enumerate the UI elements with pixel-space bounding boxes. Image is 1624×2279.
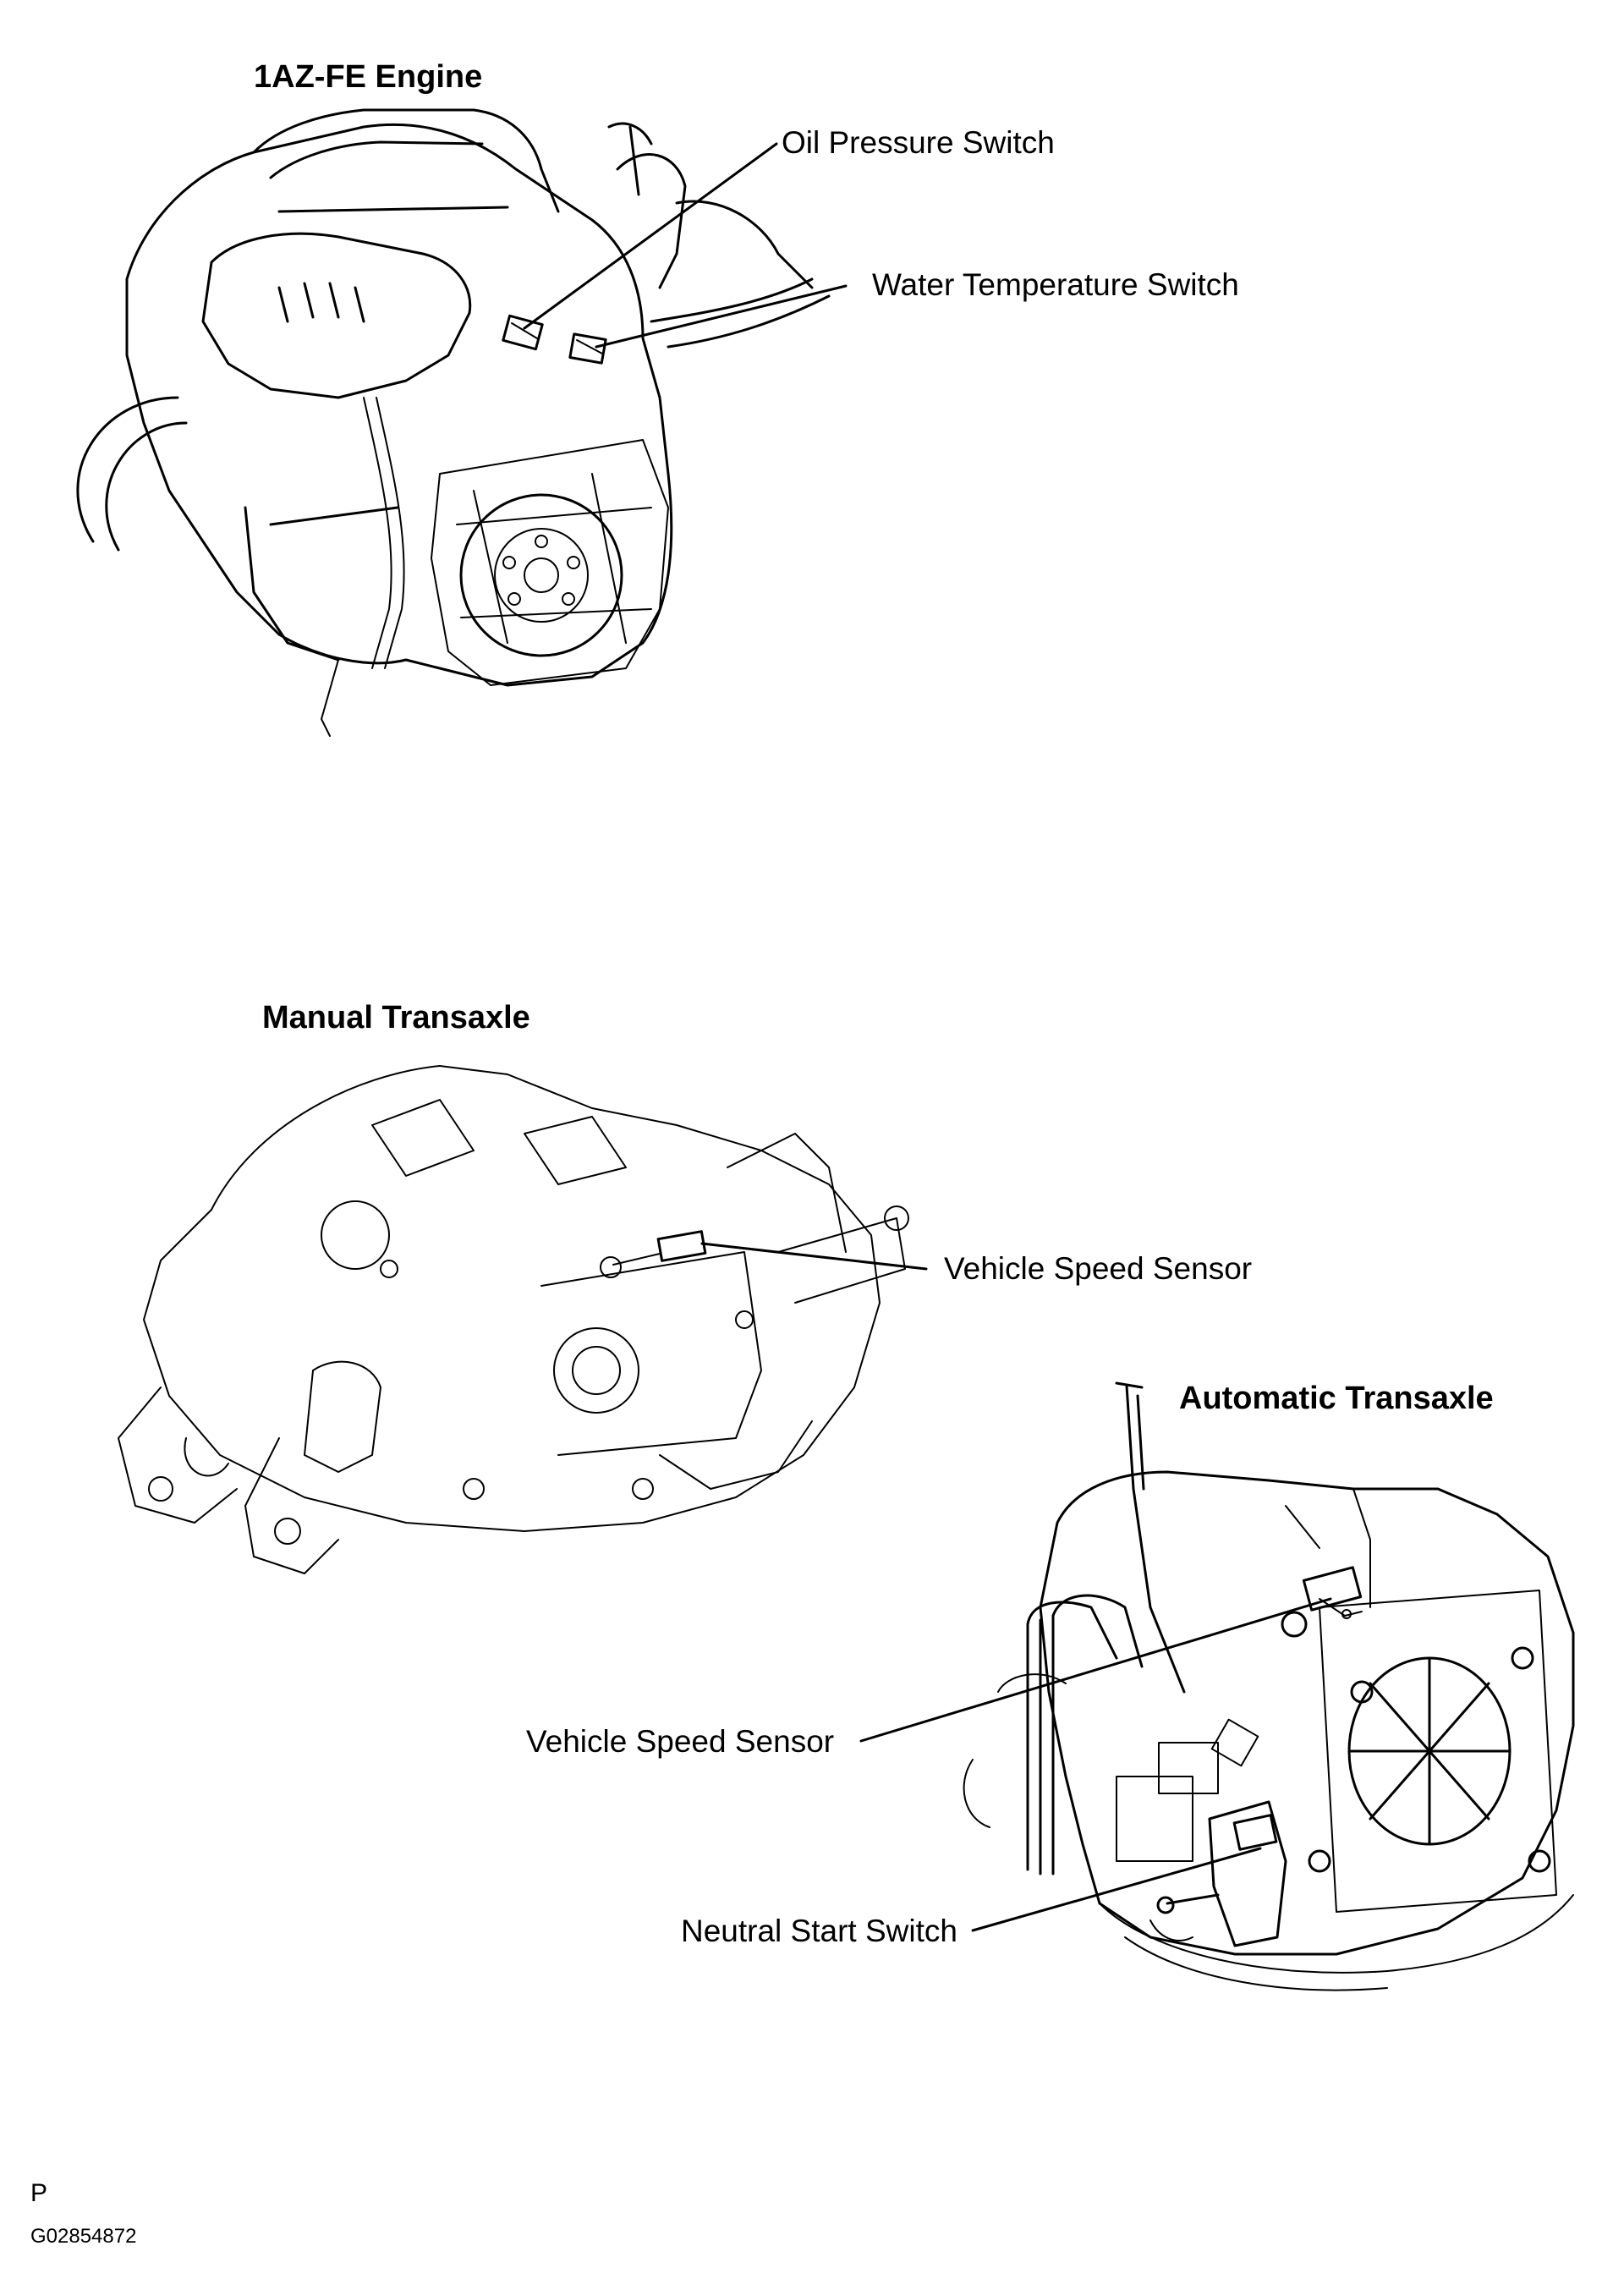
automatic-transaxle-illustration xyxy=(963,1381,1575,1991)
oil-pressure-switch-leader xyxy=(523,142,778,330)
automatic-transaxle-title: Automatic Transaxle xyxy=(1179,1381,1494,1416)
manual-vehicle-speed-sensor-label: Vehicle Speed Sensor xyxy=(944,1251,1253,1286)
engine-illustration xyxy=(76,108,831,737)
neutral-start-switch-label: Neutral Start Switch xyxy=(681,1914,957,1948)
footer-letter: P xyxy=(30,2179,48,2207)
manual-transaxle-title: Manual Transaxle xyxy=(262,1000,530,1035)
footer-code: G02854872 xyxy=(30,2225,137,2248)
engine-title: 1AZ-FE Engine xyxy=(254,59,483,95)
manual-vehicle-speed-sensor-leader xyxy=(700,1242,928,1271)
automatic-vehicle-speed-sensor-leader xyxy=(859,1597,1332,1743)
neutral-start-switch-leader xyxy=(971,1847,1262,1932)
automatic-vehicle-speed-sensor-label: Vehicle Speed Sensor xyxy=(526,1724,835,1759)
manual-transaxle-illustration xyxy=(118,1065,909,1574)
water-temperature-switch-leader xyxy=(595,284,848,349)
water-temperature-switch-label: Water Temperature Switch xyxy=(872,267,1239,302)
oil-pressure-switch-label: Oil Pressure Switch xyxy=(782,125,1055,160)
